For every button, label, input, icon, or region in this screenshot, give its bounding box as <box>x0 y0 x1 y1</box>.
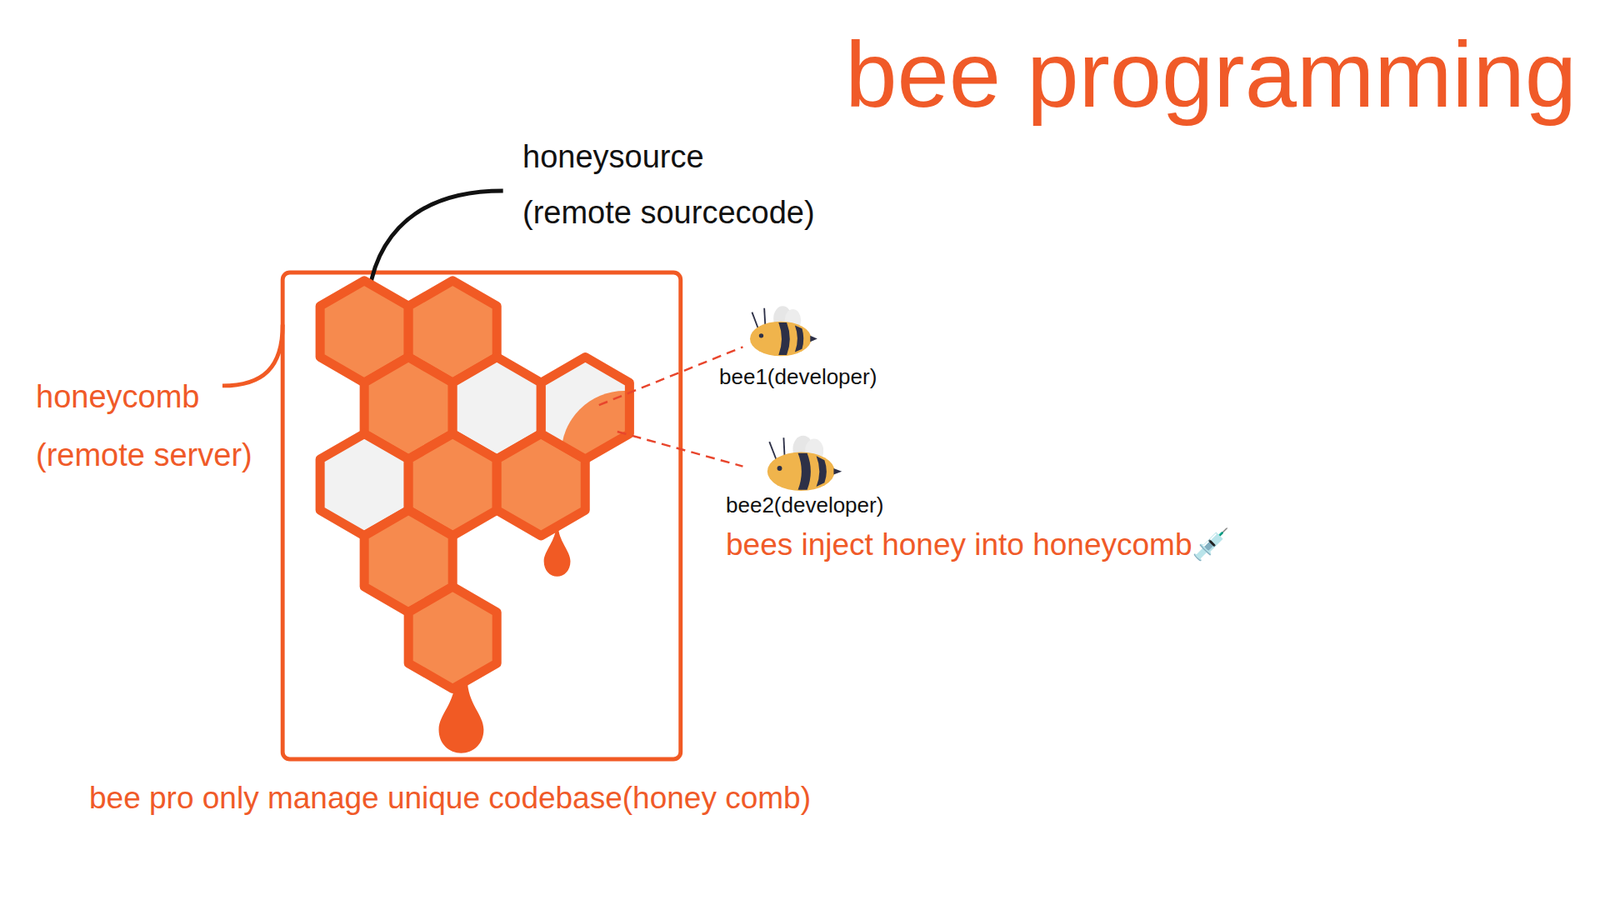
honeycomb-cell <box>408 586 497 689</box>
inject-line <box>617 431 744 467</box>
bee-icon <box>750 305 818 356</box>
callout-label: (remote server) <box>35 437 253 475</box>
note-text: bees inject honey into honeycomb💉 <box>725 527 1230 564</box>
callout-label: (remote sourcecode) <box>522 195 815 232</box>
honeycomb-cells <box>320 280 630 690</box>
callout-label: honeysource <box>522 139 705 176</box>
bee-label: bee2(developer) <box>725 493 884 519</box>
server-frame <box>282 272 681 760</box>
honeycomb-cell <box>540 357 630 460</box>
callout-label: honeycomb <box>35 379 200 416</box>
diagram-caption: bee pro only manage unique codebase(hone… <box>89 780 811 817</box>
bee-label: bee1(developer) <box>719 365 877 390</box>
diagram-title: bee programming <box>845 21 1577 130</box>
leader-line <box>222 324 283 385</box>
bee-icon <box>767 435 842 491</box>
